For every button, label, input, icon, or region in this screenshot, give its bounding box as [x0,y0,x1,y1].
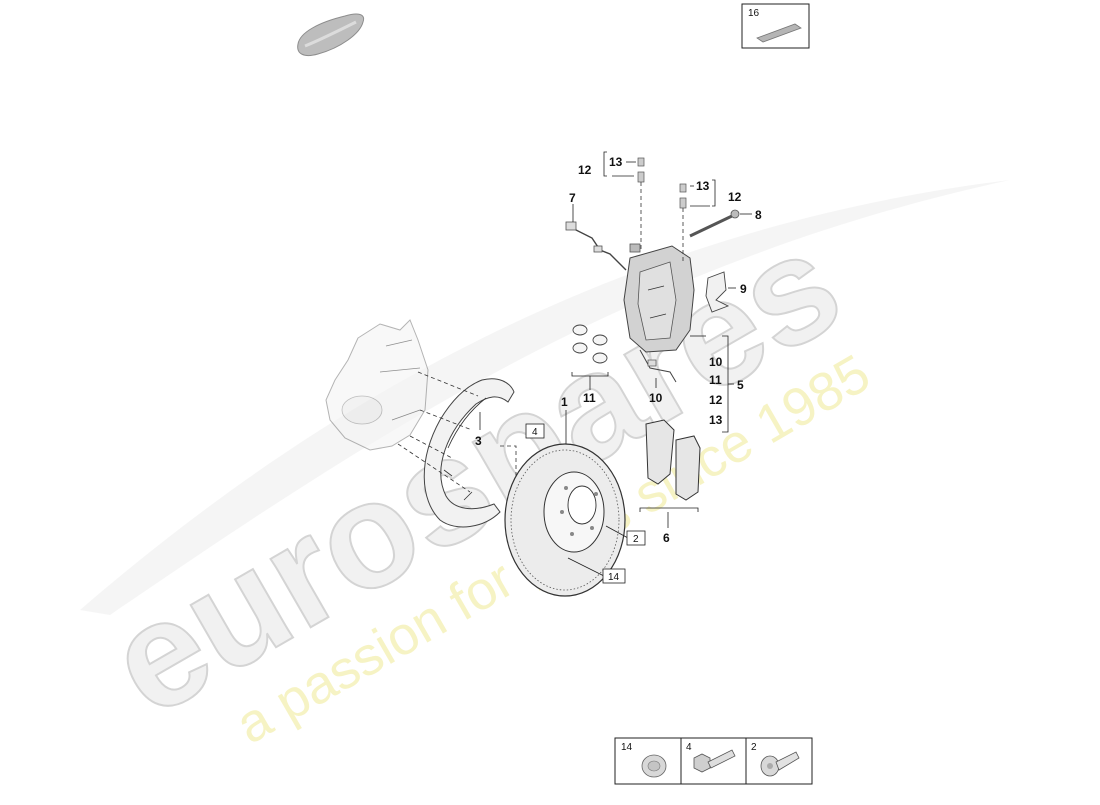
brake-caliper [623,243,695,353]
watermark-brand: eurospares [82,198,866,748]
callout-11-bracket: 11 [709,373,722,387]
callout-11-seals: 11 [583,391,596,405]
bleeder-screws [637,157,687,262]
callout-13-right: 13 [696,179,710,193]
fastener-legend: 14 4 2 [614,737,813,785]
callout-12-bracket: 12 [709,393,723,407]
dashed-leaders-carrier [397,371,517,493]
watermark-swoosh [80,180,1010,615]
callout-13-bracket: 13 [709,413,723,427]
torx-screw-icon [760,751,800,777]
part-16-box: 16 [741,3,810,49]
brake-line [565,221,627,271]
legend-item-2-number: 2 [751,742,757,753]
piston-seals [572,324,608,364]
guide-pin [689,209,740,238]
legend-item-2: 2 [751,742,800,777]
legend-item-4-number: 4 [686,742,692,753]
brake-disc [504,443,626,597]
brake-paste-icon [756,23,802,43]
boxed-ref-2-frame [626,530,646,546]
callout-5: 5 [737,378,744,392]
callout-8: 8 [755,208,762,222]
leader-lines [479,151,752,577]
legend-item-14-number: 14 [621,742,633,753]
hex-bolt-icon [693,749,736,773]
boxed-ref-2: 2 [633,534,639,545]
callout-12-top: 12 [578,163,592,177]
brake-pads [645,419,701,501]
boxed-ref-4-frame [525,423,545,439]
boxed-ref-14: 14 [608,572,620,583]
backing-plate [423,378,515,528]
callout-10-bracket: 10 [709,355,723,369]
callout-13-top: 13 [609,155,623,169]
boxed-ref-14-frame [602,568,626,584]
part-16-label: 16 [748,8,760,19]
callout-10-sensor: 10 [649,391,663,405]
callouts: 1 3 5 6 7 8 9 10 10 11 11 12 12 12 13 13… [475,155,762,545]
callout-9: 9 [740,282,747,296]
pad-spring [705,271,730,313]
callout-1: 1 [561,395,568,409]
callout-7: 7 [569,191,576,205]
wear-sensor [639,349,677,383]
legend-item-4: 4 [686,742,736,773]
callout-3: 3 [475,434,482,448]
plug-cap-icon [641,754,667,778]
callout-12-right: 12 [728,190,742,204]
wheel-carrier [325,319,429,451]
callout-6: 6 [663,531,670,545]
boxed-ref-4: 4 [532,427,538,438]
legend-item-14: 14 [621,742,667,778]
boxed-refs: 4 2 14 [525,423,646,584]
vehicle-icon [297,13,365,57]
